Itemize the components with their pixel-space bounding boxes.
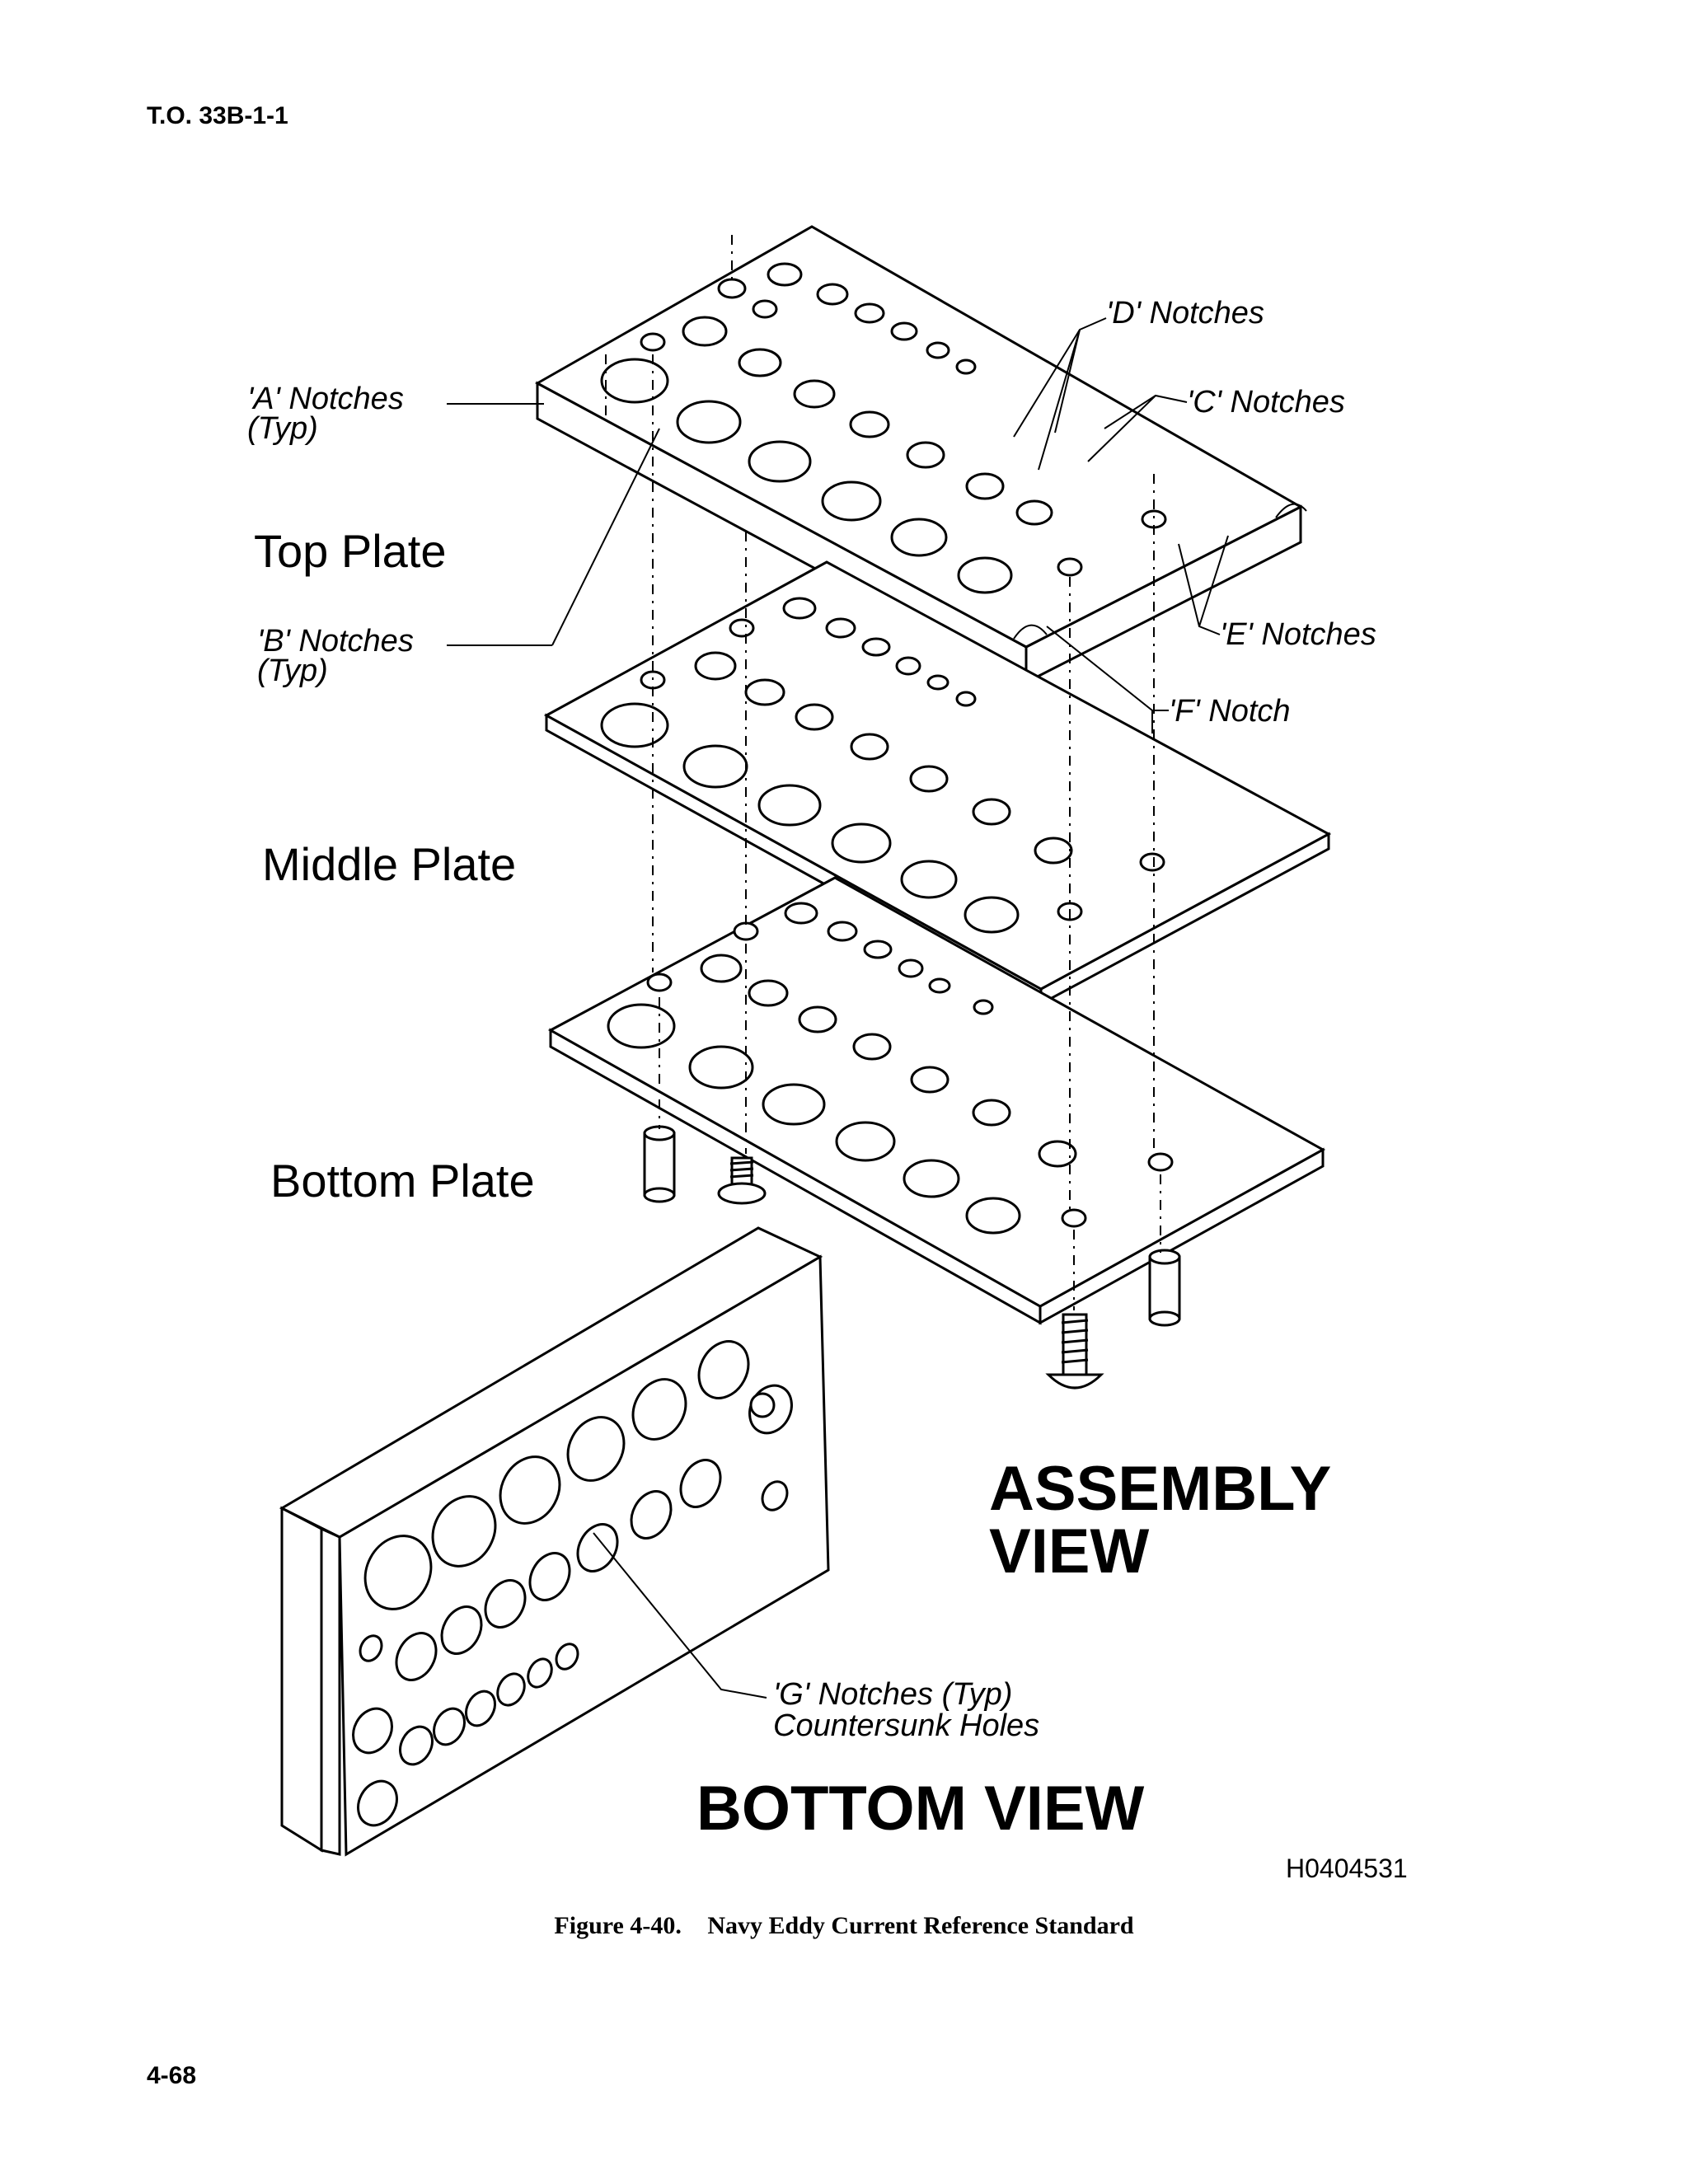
- a-notches-typ: (Typ): [247, 411, 318, 446]
- figure-caption: Figure 4-40. Navy Eddy Current Reference…: [0, 1912, 1688, 1940]
- caption-number: Figure 4-40.: [554, 1912, 682, 1939]
- a-notches-label: 'A' Notches: [247, 382, 404, 416]
- dowel-pin-left: [643, 1125, 676, 1203]
- b-notches-typ: (Typ): [257, 654, 328, 688]
- assembly-label: ASSEMBLY: [989, 1454, 1331, 1524]
- top-plate-holes: [600, 262, 1167, 594]
- middle-plate-holes: [600, 597, 1165, 934]
- e-notches-label: 'E' Notches: [1220, 617, 1376, 652]
- g-notches-label: 'G' Notches (Typ): [773, 1677, 1012, 1712]
- bottom-view-label: BOTTOM VIEW: [696, 1774, 1145, 1844]
- bottom-plate-label: Bottom Plate: [270, 1155, 535, 1207]
- block-layer-2: [320, 1526, 341, 1856]
- block-top-edge: [279, 1226, 823, 1539]
- bottom-view-block: [279, 1226, 830, 1857]
- screw-left: [717, 1156, 767, 1205]
- page-number: 4-68: [147, 2062, 197, 2089]
- leader-lines: [447, 317, 1229, 1699]
- bottom-plate-drawing: [547, 876, 1326, 1325]
- c-notches-label: 'C' Notches: [1187, 385, 1345, 419]
- b-notches-label: 'B' Notches: [257, 624, 414, 658]
- alignment-lines: [605, 235, 1161, 1310]
- middle-plate-label: Middle Plate: [262, 838, 516, 890]
- f-notch-label: 'F' Notch: [1169, 694, 1291, 729]
- top-plate-label: Top Plate: [254, 525, 447, 577]
- d-notches-label: 'D' Notches: [1106, 296, 1264, 330]
- caption-title: Navy Eddy Current Reference Standard: [707, 1912, 1134, 1939]
- block-holes: [352, 1340, 793, 1827]
- countersunk-holes-label: Countersunk Holes: [773, 1708, 1039, 1743]
- assembly-view-label: VIEW: [989, 1516, 1149, 1586]
- screw-right: [1045, 1313, 1104, 1390]
- document-id: T.O. 33B-1-1: [147, 102, 288, 129]
- dowel-pin-right: [1148, 1249, 1181, 1327]
- block-left-edge: [280, 1506, 323, 1853]
- figure-code: H0404531: [1286, 1854, 1408, 1883]
- bottom-plate-holes: [607, 902, 1174, 1235]
- e-notch-groove: [1013, 503, 1307, 640]
